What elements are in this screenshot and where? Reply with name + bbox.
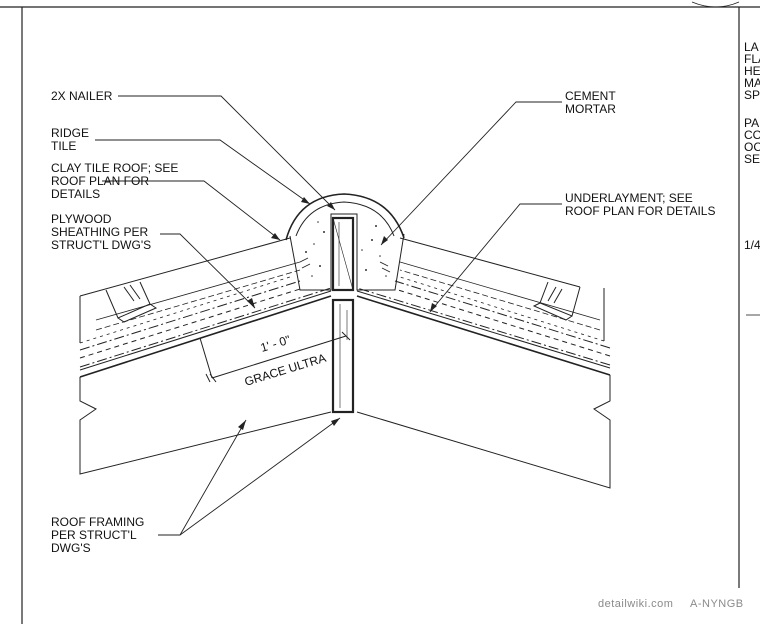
grace-ultra-text: GRACE ULTRA [243, 351, 328, 389]
left-clay-tile [79, 281, 158, 343]
watermark-site: detailwiki.com [598, 598, 674, 610]
clay-tile-label: CLAY TILE ROOF; SEE ROOF PLAN FOR DETAIL… [51, 161, 179, 201]
left-roof-layers [79, 237, 332, 378]
underlayment-label: UNDERLAYMENT; SEE ROOF PLAN FOR DETAILS [565, 191, 716, 218]
right-clay-tile [532, 281, 605, 341]
leader-arrowheads [238, 197, 437, 430]
side-note-scale: 1/4 [744, 238, 760, 252]
ridge-tile-label: RIDGE TILE [51, 126, 90, 153]
watermark-code: A-NYNGB [690, 598, 744, 610]
nailer-label: 2X NAILER [51, 89, 113, 103]
cement-mortar-label: CEMENT MORTAR [565, 89, 616, 116]
plywood-label: PLYWOOD SHEATHING PER STRUCT'L DWG'S [51, 212, 152, 252]
roof-framing [79, 375, 611, 489]
side-note-block-2: PA CO OC SE [744, 116, 760, 166]
mortar-hatch [305, 221, 387, 277]
right-roof-layers [356, 237, 611, 376]
leader-lines [95, 95, 562, 536]
side-note-block-1: LA FLA HE MA SP [744, 40, 760, 102]
roof-framing-label: ROOF FRAMING PER STRUCT'L DWG'S [51, 515, 145, 555]
dimension-line [199, 331, 351, 383]
ridge-assembly [285, 193, 405, 414]
dimension-text: 1' - 0" [259, 333, 292, 355]
